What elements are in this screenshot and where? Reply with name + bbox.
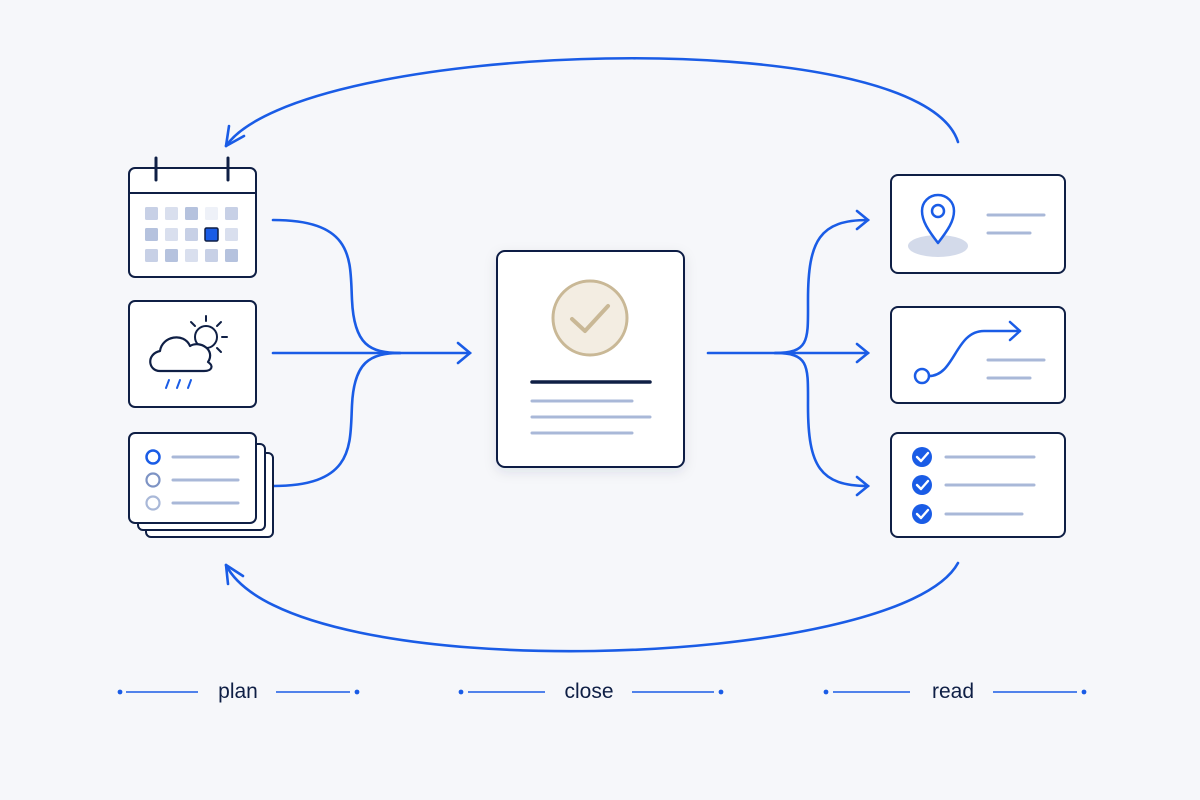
stage-label-read: read bbox=[931, 680, 975, 703]
route-icon bbox=[913, 320, 1022, 385]
calendar-day bbox=[145, 228, 158, 241]
weather-card bbox=[128, 300, 257, 408]
split-connectors bbox=[706, 209, 871, 497]
checked-item bbox=[912, 504, 1024, 524]
top-feedback-loop bbox=[224, 56, 960, 148]
calendar-day bbox=[185, 207, 198, 220]
calendar-day bbox=[225, 228, 238, 241]
bottom-loop-arrowhead bbox=[224, 563, 245, 586]
calendar-day bbox=[185, 249, 198, 262]
stage-separators bbox=[117, 689, 1087, 695]
completed-checklist-card bbox=[890, 432, 1066, 538]
calendar-day bbox=[185, 228, 198, 241]
calendar-selected-day bbox=[204, 227, 219, 242]
calendar-day bbox=[205, 249, 218, 262]
calendar-icon bbox=[145, 207, 238, 262]
calendar-day bbox=[225, 249, 238, 262]
weather-icon bbox=[149, 315, 228, 389]
stage-label-plan: plan bbox=[218, 680, 258, 703]
merge-connectors bbox=[271, 218, 473, 488]
merge-arrowhead bbox=[456, 341, 473, 365]
split-arrowhead-top bbox=[855, 209, 871, 231]
calendar-day bbox=[205, 207, 218, 220]
top-loop-arrowhead bbox=[224, 124, 246, 148]
stage-label-close: close bbox=[564, 680, 614, 703]
calendar-day bbox=[165, 207, 178, 220]
checked-item bbox=[912, 447, 1036, 467]
calendar-card bbox=[128, 156, 257, 278]
bottom-feedback-loop bbox=[224, 561, 960, 653]
split-arrowhead-middle bbox=[855, 342, 871, 364]
route-card bbox=[890, 306, 1066, 404]
approval-document-card bbox=[496, 250, 685, 468]
checked-item bbox=[912, 475, 1036, 495]
split-arrowhead-bottom bbox=[855, 475, 871, 497]
radio-list-icon bbox=[145, 449, 240, 511]
calendar-day bbox=[145, 207, 158, 220]
calendar-day bbox=[165, 249, 178, 262]
calendar-day bbox=[225, 207, 238, 220]
calendar-day bbox=[165, 228, 178, 241]
checklist-stack-card bbox=[128, 432, 274, 538]
check-list-icon bbox=[912, 447, 1036, 524]
location-card bbox=[890, 174, 1066, 274]
calendar-day bbox=[145, 249, 158, 262]
check-circle-icon bbox=[551, 279, 629, 357]
map-pin-icon bbox=[908, 193, 968, 257]
